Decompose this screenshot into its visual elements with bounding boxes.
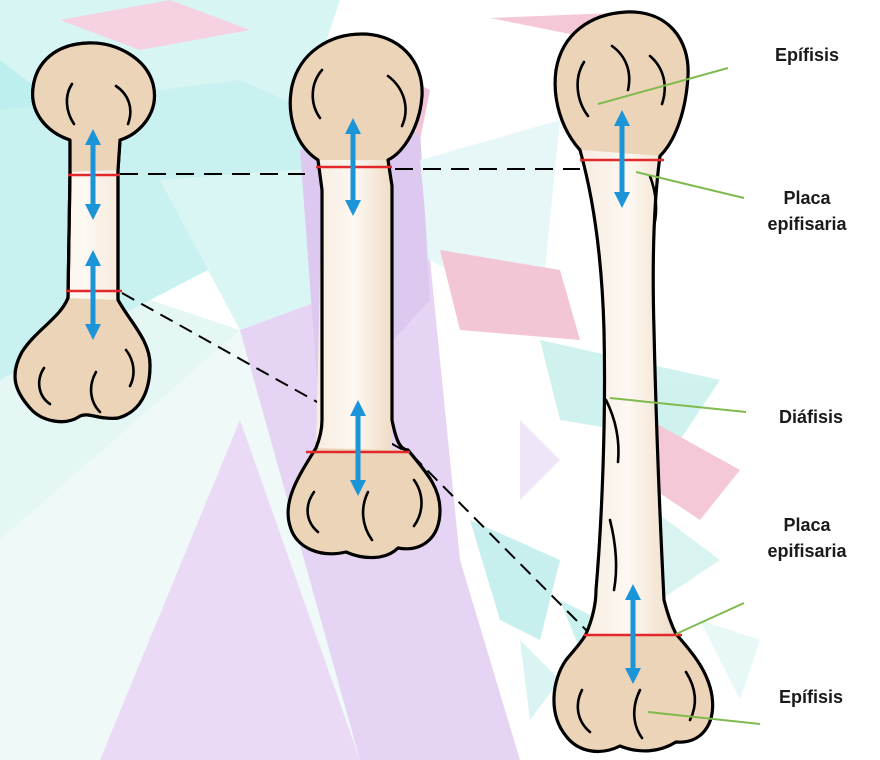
label-text: epifisaria — [748, 538, 866, 564]
label-text: Diáfisis — [779, 407, 843, 427]
label-epifisis-bottom: Epífisis — [752, 684, 870, 710]
label-text: Epífisis — [775, 45, 839, 65]
label-diafisis: Diáfisis — [752, 404, 870, 430]
label-text: Epífisis — [779, 687, 843, 707]
label-text: Placa — [748, 185, 866, 211]
label-placa-epifisaria-bottom: Placa epifisaria — [748, 512, 866, 564]
label-placa-epifisaria-top: Placa epifisaria — [748, 185, 866, 237]
label-epifisis-top: Epífisis — [748, 42, 866, 68]
label-text: Placa — [748, 512, 866, 538]
label-text: epifisaria — [748, 211, 866, 237]
